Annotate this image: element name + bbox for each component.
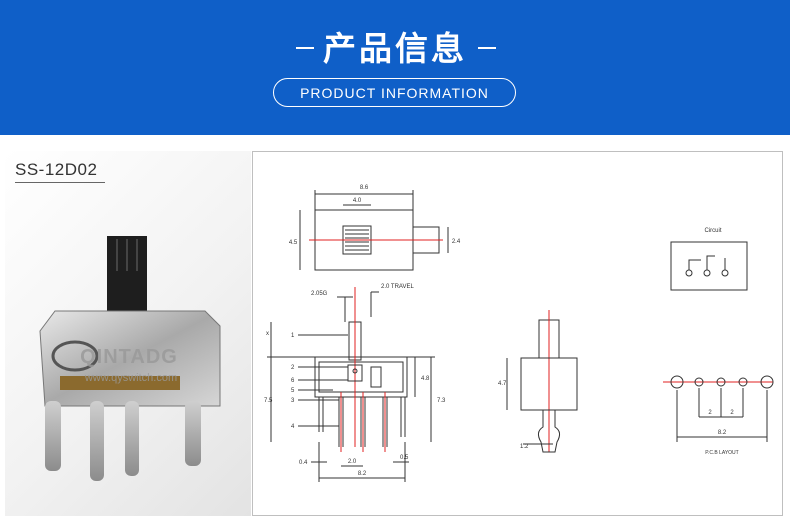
dim-travel: 2.0 TRAVEL [381,284,414,290]
dimension-drawing: 8.6 4.0 4.5 2.4 2.05G 2.0 TRAVEL x 7.5 [264,185,774,482]
pin [45,401,61,471]
dim-pitch: 2.05G [311,291,328,297]
dim-body-width: 8.2 [358,471,367,477]
dim-slot: 4.0 [353,198,362,204]
dim-actuator: 2.4 [452,239,461,245]
dim-height-left: 7.5 [264,398,273,404]
circuit-box [670,241,748,291]
pcb-layout: 2 2 8.2 P.C.B LAYOUT [663,375,774,456]
side-view: 4.7 1.2 [498,310,578,453]
slide-switch-photo: QINTADG www.qyswitch.com [39,236,221,481]
dim-height-right: 7.3 [437,398,446,404]
pin [125,401,139,476]
dim-height: 4.5 [289,240,298,246]
dim-side-base: 1.2 [520,444,529,450]
circuit-diagram: Circuit [670,228,748,291]
pin [90,401,104,481]
header-banner: 产品信息 PRODUCT INFORMATION [0,0,790,135]
front-view: 2.05G 2.0 TRAVEL x 7.5 1 2 6 5 3 4 4.8 7… [264,284,446,482]
circuit-label: Circuit [704,228,721,234]
page-subtitle: PRODUCT INFORMATION [300,85,489,101]
part-number: 5 [291,388,295,394]
product-photo-panel: QINTADG www.qyswitch.com [5,151,251,516]
subtitle-pill: PRODUCT INFORMATION [273,78,516,107]
part-number: 6 [291,378,295,384]
dim-side-height: 4.7 [498,381,507,387]
model-number: SS-12D02 [15,160,98,179]
pcb-pitch-1: 2 [708,410,712,416]
dim-overall: 8.6 [360,185,369,191]
dim-pin-width: 0.4 [299,460,308,466]
part-number: 4 [291,424,295,430]
dim-height-mid: 4.8 [421,376,430,382]
part-number: 2 [291,365,295,371]
title-dash-right [478,47,496,49]
drawing-panel: 8.6 4.0 4.5 2.4 2.05G 2.0 TRAVEL x 7.5 [252,151,783,516]
top-view: 8.6 4.0 4.5 2.4 [289,185,461,271]
front-view-body [314,356,408,398]
title-dash-left [296,47,314,49]
insulator-base [60,376,180,390]
model-underline [15,182,105,183]
pcb-label: P.C.B LAYOUT [705,450,738,456]
pcb-pitch-2: 2 [730,410,734,416]
logo-mark [51,340,99,372]
watermark-brand: QINTADG [80,346,178,368]
dim-pin-pitch: 2.0 [348,459,357,465]
page-title: 产品信息 [323,29,467,68]
pin [185,401,201,466]
watermark-url: www.qyswitch.com [84,372,177,384]
part-number: 3 [291,398,295,404]
pcb-total: 8.2 [718,430,727,436]
side-view-body [520,357,578,411]
dim-x: x [266,331,269,337]
part-number: 1 [291,333,295,339]
